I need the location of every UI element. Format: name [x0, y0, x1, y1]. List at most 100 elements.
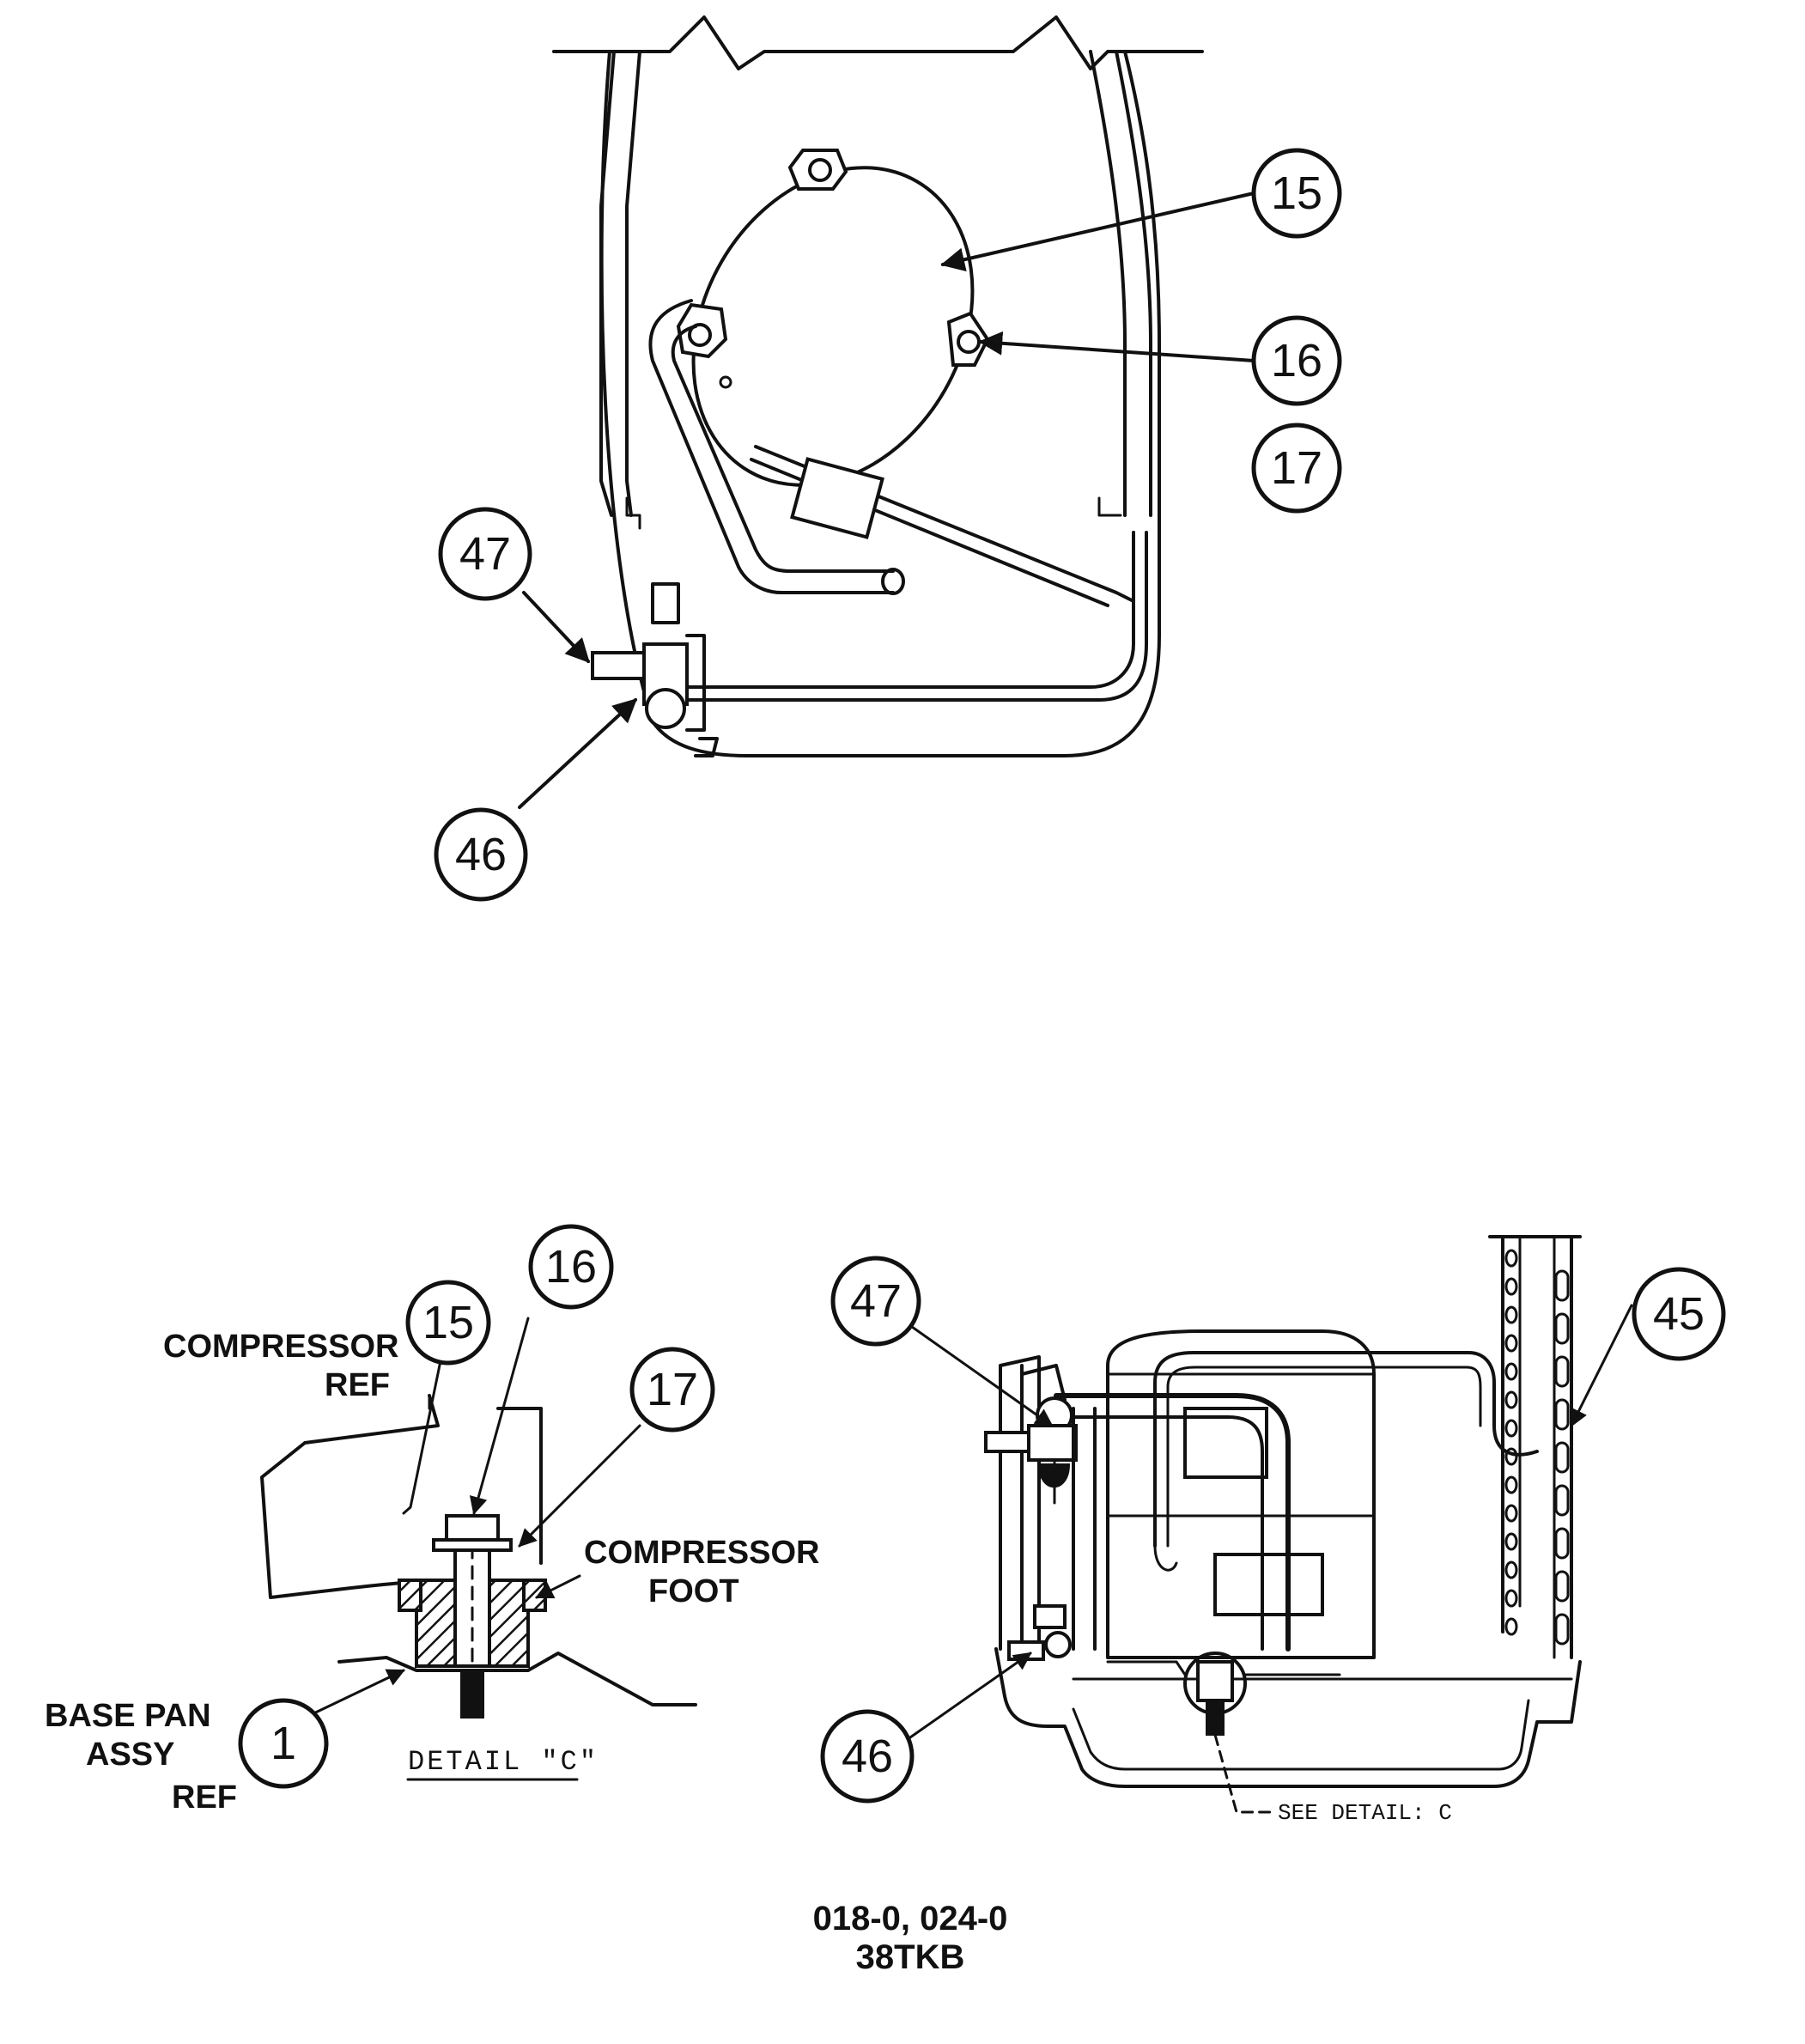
- side-nameplate: [1213, 1553, 1324, 1616]
- coil-hole: [1504, 1532, 1518, 1551]
- compressor-port: [719, 375, 732, 389]
- callout-top-17: 17: [1251, 423, 1342, 514]
- leader-top-47: [522, 591, 590, 664]
- svg-text:17: 17: [1271, 442, 1322, 494]
- label-see-detail: SEE DETAIL: C: [1278, 1800, 1452, 1826]
- svg-text:15: 15: [422, 1297, 474, 1348]
- side-panel: [999, 1355, 1041, 1651]
- side-suction-inner: [1054, 1415, 1264, 1651]
- leader-top-15: [940, 192, 1255, 272]
- cabinet-right-inner: [1089, 50, 1127, 517]
- liquid-line-2: [677, 531, 1148, 702]
- leader-side-45: [1570, 1304, 1633, 1427]
- coil-hole: [1504, 1390, 1518, 1409]
- coil-slot: [1554, 1269, 1570, 1302]
- footer-model-numbers: 018-0, 024-0: [813, 1900, 1008, 1938]
- svg-text:17: 17: [647, 1364, 698, 1415]
- side-mount: [1183, 1652, 1247, 1736]
- coil-slot: [1554, 1613, 1570, 1646]
- compressor-ref-right: [496, 1407, 543, 1565]
- svg-text:46: 46: [842, 1731, 893, 1782]
- coil-slot: [1554, 1484, 1570, 1517]
- mounting-lug-top: [787, 149, 848, 191]
- detail-title: DETAIL "C": [408, 1746, 599, 1778]
- leader-side-46: [900, 1652, 1032, 1745]
- callout-detail-1: 1: [238, 1698, 329, 1789]
- bolt-head: [445, 1514, 500, 1542]
- side-discharge-hook: [1153, 1544, 1178, 1572]
- side-panel-bracket: [1020, 1364, 1067, 1402]
- base-pan-side-inner: [1072, 1699, 1530, 1771]
- drain-hook-right: [1097, 496, 1122, 517]
- coil-hole: [1504, 1504, 1518, 1523]
- label-compressor-foot-2: FOOT: [648, 1573, 739, 1609]
- svg-text:16: 16: [545, 1241, 597, 1293]
- side-valve-upper: [984, 1396, 1078, 1505]
- coil-hole: [1504, 1475, 1518, 1494]
- grommet-right: [488, 1579, 530, 1668]
- grommet-flange-left: [398, 1579, 422, 1612]
- coil-slot: [1554, 1312, 1570, 1345]
- grommet-left: [415, 1579, 457, 1668]
- coil-slot: [1554, 1570, 1570, 1603]
- cabinet-left-outer: [599, 50, 1161, 757]
- suction-line-inner: [671, 325, 895, 573]
- cabinet-right-wall: [1115, 50, 1152, 517]
- coil-hole: [1504, 1447, 1518, 1466]
- coil-hole: [1504, 1419, 1518, 1438]
- coil-hole: [1504, 1334, 1518, 1353]
- callout-side-47: 47: [830, 1256, 921, 1347]
- detail-c: DETAIL "C" COMPRESSOR REF COMPRESSOR FOO…: [45, 1317, 819, 1816]
- coil-hole: [1504, 1560, 1518, 1579]
- stud-threads: [460, 1670, 484, 1719]
- coil-slot: [1554, 1398, 1570, 1431]
- coil-hole: [1504, 1249, 1518, 1268]
- callout-top-15: 15: [1251, 148, 1342, 239]
- svg-text:47: 47: [459, 528, 511, 580]
- svg-text:46: 46: [455, 829, 507, 880]
- label-base-pan-1: BASE PAN: [45, 1698, 211, 1734]
- terminal-box: [790, 457, 884, 539]
- svg-text:1: 1: [270, 1718, 296, 1769]
- cabinet-left-wall: [599, 50, 616, 517]
- callout-side-46: 46: [820, 1709, 915, 1804]
- coil-hole: [1504, 1305, 1518, 1324]
- svg-text:47: 47: [850, 1275, 902, 1327]
- bolt-washer: [432, 1538, 513, 1552]
- liquid-line: [677, 531, 1135, 689]
- top-view: [552, 15, 1204, 757]
- suction-line: [648, 299, 895, 594]
- service-valve-assembly: [591, 634, 719, 757]
- label-compressor-ref-1: COMPRESSOR: [163, 1329, 398, 1365]
- compressor-ref-outline: [260, 1394, 448, 1599]
- side-terminal-box: [1183, 1407, 1268, 1479]
- callout-top-47: 47: [438, 507, 532, 601]
- coil-hole: [1504, 1362, 1518, 1381]
- callout-top-16: 16: [1251, 315, 1342, 406]
- coil-frame-inner: [1518, 1235, 1556, 1659]
- label-compressor-ref-2: REF: [325, 1367, 390, 1403]
- side-suction-line: [1054, 1393, 1291, 1652]
- mounting-lug-right: [946, 311, 990, 367]
- leader-top-46: [518, 698, 638, 809]
- leader-top-16: [978, 331, 1255, 362]
- coil-hole: [1504, 1617, 1518, 1636]
- leader-see-detail: [1213, 1733, 1273, 1814]
- svg-text:15: 15: [1271, 167, 1322, 219]
- callout-detail-15: 15: [405, 1280, 491, 1366]
- cabinet-left-inner: [625, 50, 641, 517]
- svg-text:45: 45: [1653, 1288, 1705, 1340]
- callout-side-45: 45: [1632, 1267, 1726, 1361]
- label-compressor-foot-1: COMPRESSOR: [584, 1535, 819, 1571]
- drain-hook-left: [625, 496, 641, 530]
- coil-hole: [1504, 1277, 1518, 1296]
- callout-top-46: 46: [434, 807, 528, 902]
- side-discharge-line: [1153, 1351, 1539, 1548]
- label-base-pan-2: ASSY: [86, 1737, 174, 1773]
- footer-model-series: 38TKB: [856, 1938, 965, 1976]
- coil-slot: [1554, 1355, 1570, 1388]
- coil-slots: [1504, 1249, 1570, 1646]
- break-line: [552, 15, 1204, 70]
- leader-compressor-foot: [535, 1574, 581, 1599]
